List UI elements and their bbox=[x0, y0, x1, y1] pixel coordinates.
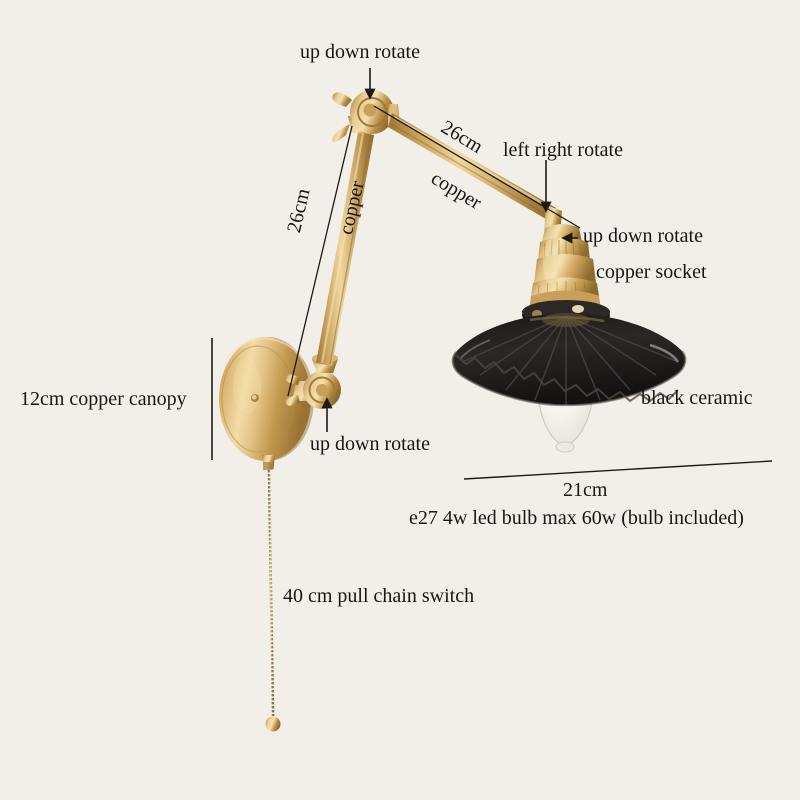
label-socket-rotate: up down rotate bbox=[583, 225, 703, 247]
black-ceramic-pleated-shade bbox=[451, 313, 687, 407]
label-pull-chain: 40 cm pull chain switch bbox=[283, 585, 475, 607]
label-top-rotate: up down rotate bbox=[300, 41, 420, 63]
label-canopy-rotate: up down rotate bbox=[310, 433, 430, 455]
label-shade-width: 21cm bbox=[563, 479, 608, 501]
label-socket-material: copper socket bbox=[596, 261, 707, 283]
copper-canopy bbox=[219, 336, 314, 470]
lower-copper-arm bbox=[316, 132, 374, 366]
label-shade-material: black ceramic bbox=[641, 387, 753, 409]
label-bulb-spec: e27 4w led bulb max 60w (bulb included) bbox=[409, 507, 744, 529]
label-canopy: 12cm copper canopy bbox=[20, 388, 187, 410]
beaded-pull-chain bbox=[265, 469, 281, 732]
label-left-right-rotate: left right rotate bbox=[503, 139, 623, 161]
